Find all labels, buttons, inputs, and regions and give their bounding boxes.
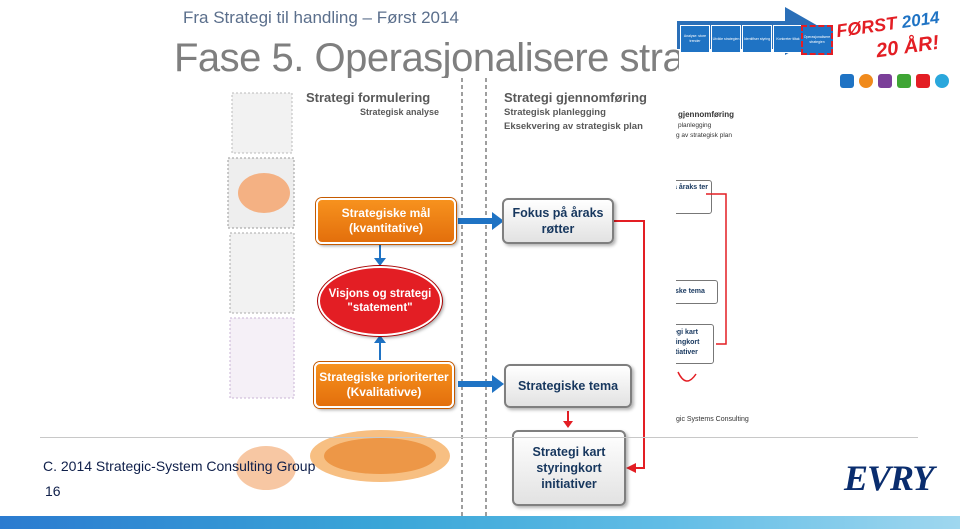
- flow-step-4: Konkreter tiltak: [773, 25, 803, 53]
- page-number: 16: [45, 483, 61, 499]
- sub-execution: Eksekvering av strategisk plan: [504, 121, 643, 132]
- fragment-box-focus: å åraks ter: [676, 180, 712, 214]
- diagram-connectors: [310, 78, 645, 516]
- themes-box: Strategiske tema: [504, 364, 632, 408]
- calculator-icon: [916, 74, 930, 88]
- sub-analysis: Strategisk analyse: [360, 107, 440, 117]
- coin-icon: [859, 74, 873, 88]
- vision-statement: Visjons og strategi "statement": [318, 266, 442, 336]
- sub-planning: Strategisk planlegging: [504, 107, 606, 118]
- header-implementation: Strategi gjennomføring: [504, 90, 647, 105]
- evry-logo: EVRY: [844, 458, 934, 498]
- flow-step-1: Analyse: store trender: [680, 25, 710, 53]
- logo-20-aar: 20 ÅR!: [874, 31, 941, 63]
- right-diagram-fragment: gjennomføring planlegging g av strategis…: [676, 94, 754, 434]
- flow-step-5: Operasjonalisere strategien: [801, 25, 833, 55]
- footer-rule: [40, 437, 918, 438]
- strategy-map-box: Strategi kart styringkort initiativer: [512, 430, 626, 506]
- slide-title: Fase 5. Operasjonalisere strategien: [174, 36, 679, 80]
- fragment-box-themes: iske tema: [676, 280, 718, 304]
- bottom-color-bar: [0, 516, 960, 529]
- fragment-footer: gic Systems Consulting: [676, 416, 749, 423]
- process-flow: Analyse: store trender Utvikle strategie…: [677, 3, 833, 55]
- fragment-sub-1: planlegging: [678, 122, 712, 129]
- fragment-box-map: egi kart ringkort itiativer: [676, 324, 714, 364]
- strategy-diagram: Strategi formulering Strategisk analyse …: [296, 78, 647, 516]
- copyright-text: C. 2014 Strategic-System Consulting Grou…: [43, 458, 316, 474]
- chart-icon: [878, 74, 892, 88]
- priorities-box: Strategiske prioriterter (Kvalitativve): [314, 362, 454, 408]
- flow-step-3: Identifiser styring: [742, 25, 772, 53]
- blurred-left-graphic: [227, 92, 296, 490]
- fragment-header: gjennomføring: [678, 110, 734, 119]
- slide-subtitle: Fra Strategi til handling – Først 2014: [183, 8, 459, 27]
- anniversary-logo: FØRST 2014 20 ÅR!: [835, 6, 952, 66]
- calendar-icon: [897, 74, 911, 88]
- logo-first-text: FØRST: [835, 12, 899, 42]
- header-formulation: Strategi formulering: [306, 90, 431, 105]
- fragment-sub-2: g av strategisk plan: [676, 132, 733, 139]
- thumbs-up-icon: [840, 74, 854, 88]
- logo-year: 2014: [900, 7, 941, 32]
- fragment-connectors: [677, 193, 727, 382]
- cloud-icon: [935, 74, 949, 88]
- flow-step-2: Utvikle strategien: [711, 25, 741, 53]
- goals-box: Strategiske mål (kvantitative): [316, 198, 456, 244]
- focus-box: Fokus på åraks røtter: [502, 198, 614, 244]
